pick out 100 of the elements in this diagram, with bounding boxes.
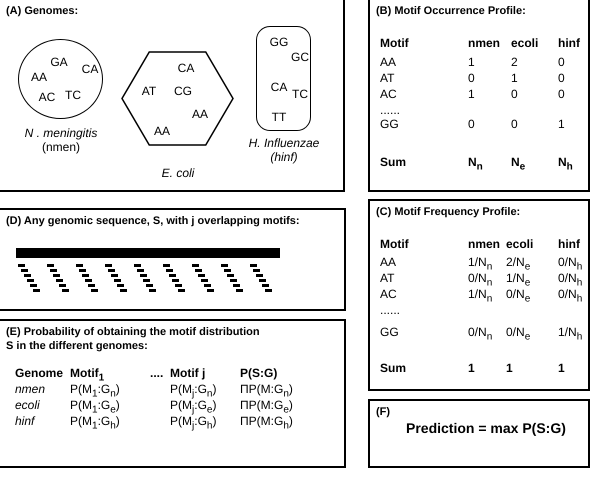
column-header: Motif$_{1}$ xyxy=(70,366,104,384)
table-cell-text: P(M$_{j}$:G$_{e}$) xyxy=(170,398,216,416)
table-cell: GG xyxy=(380,117,399,131)
table-cell: 1/N$_{h}$ xyxy=(558,325,582,344)
table-cell: 1 xyxy=(506,361,513,375)
rounded-box xyxy=(256,26,311,131)
table-cell-text: P(M$_{1}$:G$_{n}$) xyxy=(70,382,120,400)
panel xyxy=(368,399,590,468)
formula-text: Prediction = max P(S:G) xyxy=(406,421,566,435)
table-cell: 1 xyxy=(468,55,475,69)
column-header: hinf xyxy=(558,237,580,251)
table-cell: N$_{n}$ xyxy=(468,155,483,174)
table-cell: AA xyxy=(380,55,396,69)
column-header: ecoli xyxy=(511,36,538,50)
table-cell-text: 0/N$_{n}$ xyxy=(468,271,492,289)
table-cell-text: P(M$_{1}$:G$_{e}$) xyxy=(70,398,120,416)
panel xyxy=(0,0,345,192)
column-header: Motif xyxy=(380,237,409,251)
table-cell: 1 xyxy=(468,87,475,101)
motif-label: AA xyxy=(154,124,170,138)
column-header: nmen xyxy=(468,36,500,50)
table-cell: P(M$_{j}$:G$_{h}$) xyxy=(170,414,216,434)
table-cell: 1/N$_{n}$ xyxy=(468,287,492,306)
table-cell: hinf xyxy=(15,414,34,428)
panel xyxy=(0,208,346,311)
table-cell: 0 xyxy=(511,87,518,101)
panel-heading: (B) Motif Occurrence Profile: xyxy=(376,4,527,18)
table-cell: 1 xyxy=(558,117,565,131)
table-cell-text: 1/N$_{e}$ xyxy=(506,271,530,289)
table-cell-text: 0/N$_{h}$ xyxy=(558,271,582,289)
species-caption: N . meningitis (nmen) xyxy=(24,126,98,154)
table-cell: 0 xyxy=(558,87,565,101)
table-cell: GG xyxy=(380,325,399,339)
table-cell: ...... xyxy=(380,103,400,117)
table-cell: N$_{h}$ xyxy=(558,155,573,174)
table-cell-text: 1/N$_{n}$ xyxy=(468,255,492,273)
column-header: P(S:G) xyxy=(240,366,278,380)
motif-label: AT xyxy=(142,84,156,98)
table-cell: 1 xyxy=(468,361,475,375)
hexagon-shape xyxy=(121,51,234,146)
table-cell: Sum xyxy=(380,361,406,375)
column-header: Genome xyxy=(15,366,64,380)
table-cell-text: P(M$_{j}$:G$_{n}$) xyxy=(170,382,216,400)
table-cell: 0 xyxy=(558,55,565,69)
table-cell-text: 0/N$_{h}$ xyxy=(558,255,582,273)
panel-heading: (E) Probability of obtaining the motif distribution S in the different genomes: xyxy=(6,325,261,353)
motif-label: GA xyxy=(50,55,68,69)
table-cell: 0/N$_{n}$ xyxy=(468,325,492,344)
table-cell: 0 xyxy=(468,71,475,85)
panel-heading: (F) xyxy=(376,405,392,419)
motif-label: AA xyxy=(192,107,208,121)
table-cell: AC xyxy=(380,287,397,301)
table-cell: AT xyxy=(380,271,394,285)
motif-label: TC xyxy=(292,87,308,101)
table-cell: 2 xyxy=(511,55,518,69)
table-cell: 0 xyxy=(511,117,518,131)
table-cell: 0 xyxy=(468,117,475,131)
motif-label: CA xyxy=(270,80,288,94)
table-cell: ...... xyxy=(380,303,400,317)
motif-label: AC xyxy=(38,90,56,104)
table-cell-text: 2/N$_{e}$ xyxy=(506,255,530,273)
panel-heading: (A) Genomes: xyxy=(6,4,80,18)
panel xyxy=(368,199,590,391)
column-header: Motif j xyxy=(170,366,206,380)
panel-heading: (C) Motif Frequency Profile: xyxy=(376,205,522,219)
table-cell: AC xyxy=(380,87,397,101)
table-cell: 1 xyxy=(558,361,565,375)
table-cell: ΠP(M:G$_{h}$) xyxy=(240,414,293,434)
motif-label: GG xyxy=(270,35,288,49)
table-cell: ecoli xyxy=(15,398,40,412)
table-cell-text: ΠP(M:G$_{e}$) xyxy=(240,398,293,416)
column-header: .... xyxy=(150,366,164,380)
table-cell-text: ΠP(M:G$_{n}$) xyxy=(240,382,293,400)
motif-label: CA xyxy=(178,61,194,75)
column-header: ecoli xyxy=(506,237,534,251)
motif-label: AA xyxy=(31,70,47,84)
table-cell: N$_{e}$ xyxy=(511,155,526,174)
table-cell: Sum xyxy=(380,155,406,169)
column-header: hinf xyxy=(558,36,580,50)
motif-label: TT xyxy=(272,110,286,124)
column-header: nmen xyxy=(468,237,500,251)
panel xyxy=(368,0,590,192)
species-caption: E. coli xyxy=(160,166,196,180)
table-cell: AT xyxy=(380,71,394,85)
table-cell: 0/N$_{h}$ xyxy=(558,287,582,306)
panel-heading: (D) Any genomic sequence, S, with j overlapping motifs: xyxy=(6,214,301,228)
table-cell: 1 xyxy=(511,71,518,85)
table-cell: 0 xyxy=(558,71,565,85)
motif-label: CA xyxy=(82,62,98,76)
ellipse-shape xyxy=(18,39,103,119)
motif-label: CG xyxy=(174,84,192,98)
table-cell: 0/N$_{e}$ xyxy=(506,325,530,344)
table-cell: AA xyxy=(380,255,396,269)
motif-label: TC xyxy=(65,88,81,102)
table-cell: nmen xyxy=(15,382,46,396)
panel xyxy=(0,319,346,468)
motif-label: GC xyxy=(291,50,309,64)
table-cell: 0/N$_{e}$ xyxy=(506,287,530,306)
column-header: Motif xyxy=(380,36,409,50)
species-caption: H. Influenzae (hinf) xyxy=(248,136,320,164)
